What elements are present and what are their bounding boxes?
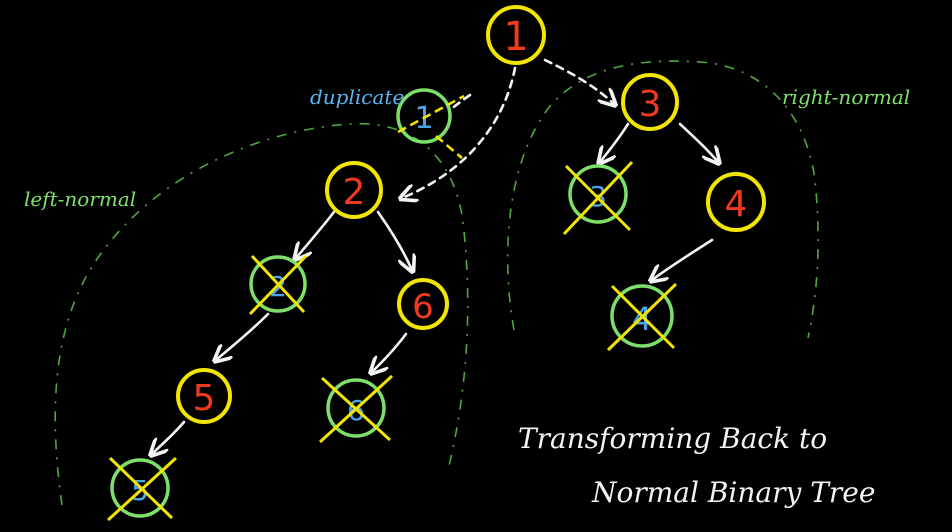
edge-3-to-4 xyxy=(678,122,718,162)
node-ring xyxy=(326,378,386,438)
left-region-outline xyxy=(54,122,469,506)
cross-out-mark xyxy=(562,160,634,236)
edge-6-to-6dup xyxy=(372,332,408,372)
node-ring xyxy=(706,172,766,232)
node-2: 2 xyxy=(325,161,383,219)
caption-line-1: Transforming Back to xyxy=(518,422,827,455)
node-3-duplicate: 3 xyxy=(562,160,634,236)
node-4: 4 xyxy=(706,172,766,232)
node-ring xyxy=(610,284,674,348)
node-ring xyxy=(397,278,449,330)
node-3: 3 xyxy=(621,73,679,131)
cross-out-mark xyxy=(106,456,178,522)
node-value: 6 xyxy=(412,287,434,327)
node-value: 4 xyxy=(725,184,748,225)
node-5-duplicate: 5 xyxy=(106,456,178,522)
node-ring xyxy=(396,88,452,144)
cross-out-mark xyxy=(248,254,308,316)
node-6-duplicate: 6 xyxy=(318,374,394,444)
caption-line-2: Normal Binary Tree xyxy=(591,476,875,509)
node-value: 2 xyxy=(343,172,366,213)
node-ring xyxy=(325,161,383,219)
node-2-duplicate: 2 xyxy=(248,254,308,316)
node-value: 1 xyxy=(503,14,528,60)
left-normal-label: left-normal xyxy=(24,187,136,211)
node-ring xyxy=(568,164,628,224)
edge-1-to-1dup xyxy=(448,93,472,112)
edge-2-to-2dup xyxy=(296,210,336,258)
cross-out-mark xyxy=(397,94,465,159)
node-value: 5 xyxy=(193,378,216,419)
right-normal-label: right-normal xyxy=(782,85,910,109)
edge-1-to-3 xyxy=(543,58,614,104)
node-value: 3 xyxy=(639,84,662,125)
node-4-duplicate: 4 xyxy=(606,282,678,352)
edge-5-to-5dup xyxy=(152,420,186,454)
edge-2dup-to-5 xyxy=(216,312,270,360)
cross-out-mark xyxy=(606,282,678,352)
node-ring xyxy=(110,458,170,518)
edge-2-to-6 xyxy=(376,210,412,270)
region-outlines xyxy=(54,60,819,506)
node-1: 1 xyxy=(486,5,546,65)
right-region-outline xyxy=(506,60,819,339)
node-ring xyxy=(621,73,679,131)
cross-out-mark xyxy=(318,374,394,444)
edge-3-to-3dup xyxy=(600,122,630,162)
node-1-duplicate: 1 xyxy=(396,88,465,159)
node-ring xyxy=(176,368,232,424)
edge-1-to-2 xyxy=(402,66,517,198)
node-ring xyxy=(249,255,307,313)
tree-nodes: 1 1 3 2 3 xyxy=(106,5,766,522)
node-ring xyxy=(486,5,546,65)
edge-4-to-4dup xyxy=(652,238,714,280)
duplicate-label: duplicate xyxy=(310,85,404,109)
node-5: 5 xyxy=(176,368,232,424)
caption: Transforming Back to Normal Binary Tree xyxy=(518,422,875,509)
node-6: 6 xyxy=(397,278,449,330)
tree-edges xyxy=(152,58,718,454)
